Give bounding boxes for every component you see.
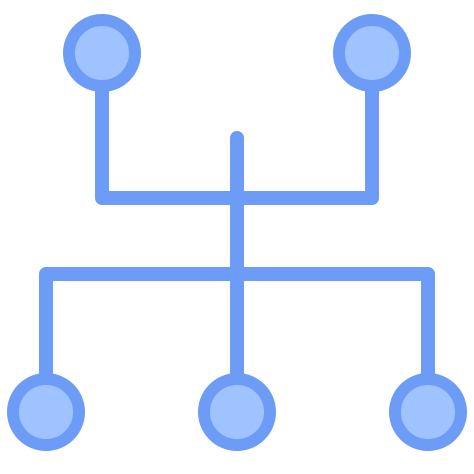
bottom-left-node (7, 373, 85, 451)
top-left-connector (95, 85, 244, 205)
connector-lines (39, 85, 435, 387)
bottom-connector (39, 267, 435, 387)
top-right-connector (230, 85, 379, 205)
bottom-right-node (389, 373, 467, 451)
bottom-center-node (198, 373, 276, 451)
top-right-node (333, 14, 411, 92)
top-left-node (63, 14, 141, 92)
